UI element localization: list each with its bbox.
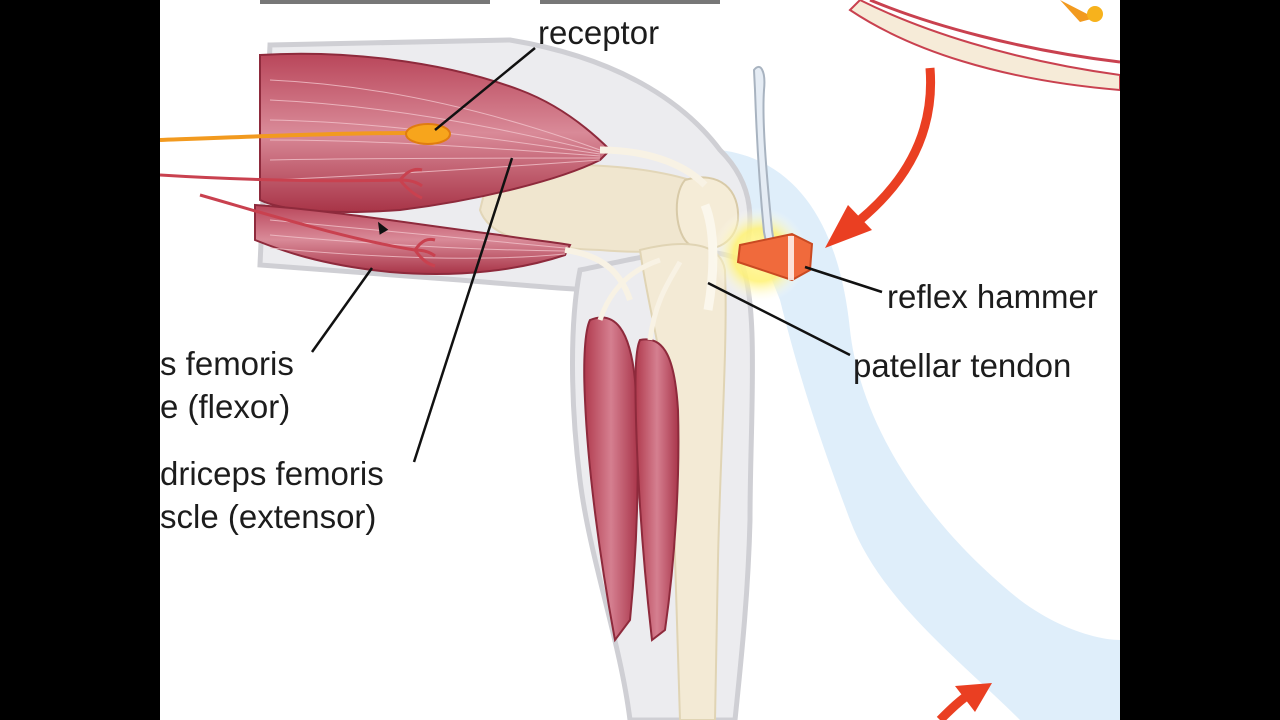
label-extensor-line2: scle (extensor) xyxy=(160,498,377,535)
label-patellar-tendon: patellar tendon xyxy=(853,347,1072,384)
stretch-receptor xyxy=(405,123,451,145)
calf-muscle-front xyxy=(583,316,639,643)
leg-swing-arrow-icon xyxy=(936,683,992,720)
leader-lines xyxy=(310,47,883,463)
hamstring-tendon xyxy=(564,247,633,301)
label-receptor: receptor xyxy=(538,14,660,51)
diagram-canvas: receptor reflex hammer patellar tendon s… xyxy=(160,0,1120,720)
curved-arrow-icon xyxy=(825,67,936,248)
label-extensor-line1: driceps femoris xyxy=(160,455,384,492)
hamstring-fibers xyxy=(269,219,566,259)
leg-motion-shadow xyxy=(720,150,1120,720)
reflex-hammer-icon xyxy=(736,65,814,282)
neuron-star-icon xyxy=(1060,0,1095,22)
knee-reflex-illustration xyxy=(160,0,1120,720)
label-reflex-hammer: reflex hammer xyxy=(887,278,1098,315)
label-flexor-line2: e (flexor) xyxy=(160,388,291,425)
label-flexor-line1: s femoris xyxy=(160,345,294,382)
calf-tendons xyxy=(597,257,683,341)
spinal-cord-fragment xyxy=(848,0,1120,92)
hamstring-muscle xyxy=(254,203,572,275)
calf-muscle-back xyxy=(634,338,680,642)
quadriceps-tendon xyxy=(599,146,708,188)
cropped-top-labels xyxy=(260,0,720,4)
motor-nerves xyxy=(160,167,436,268)
sensory-nerve xyxy=(160,131,411,142)
